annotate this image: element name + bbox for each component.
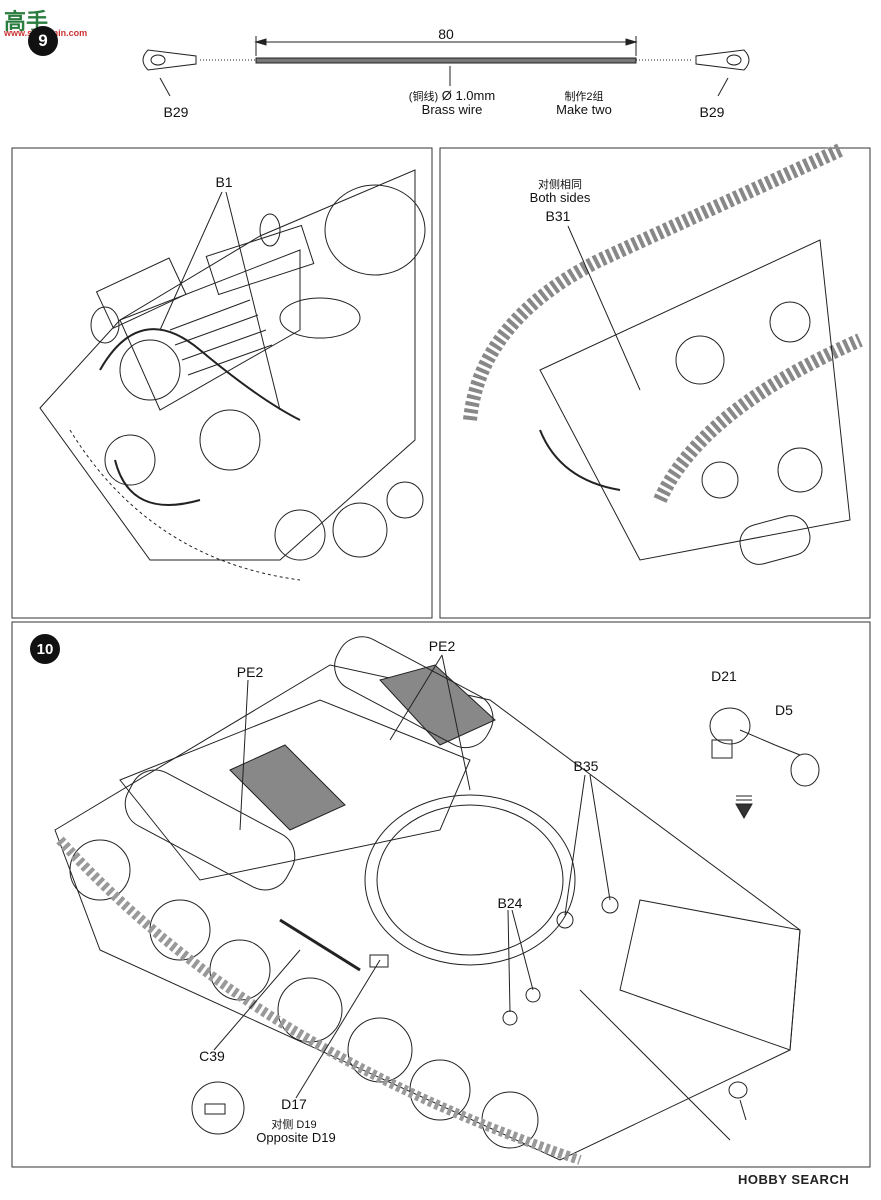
c39-label: C39 (199, 1048, 225, 1064)
make-two-label: Make two (556, 102, 612, 117)
d5-label: D5 (775, 702, 793, 718)
wire-diameter: (铜线) Ø 1.0mm (409, 88, 495, 104)
b31-label: B31 (545, 208, 571, 224)
wire-diameter-cn: (铜线) (408, 91, 439, 103)
d17-label: D17 (281, 1096, 307, 1112)
pe2-left-label: PE2 (236, 664, 264, 680)
b29-right-label: B29 (699, 104, 725, 120)
opposite-d19-label: Opposite D19 (256, 1130, 336, 1145)
b24-label: B24 (497, 895, 523, 911)
wire-diameter-value: Ø 1.0mm (441, 88, 496, 103)
opposite-d19-cn: 对侧 D19 (271, 1119, 317, 1131)
wire-material: Brass wire (421, 102, 483, 117)
b35-label: B35 (573, 758, 599, 774)
both-sides-cn: 对侧相同 (538, 179, 582, 191)
b29-left-label: B29 (163, 104, 189, 120)
pe2-top-label: PE2 (428, 638, 456, 654)
d21-label: D21 (711, 668, 737, 684)
wire-length-label: 80 (438, 26, 454, 42)
b1-label: B1 (215, 174, 233, 190)
step-9-badge: 9 (28, 26, 58, 56)
make-two-cn: 制作2组 (564, 91, 604, 103)
both-sides-label: Both sides (529, 190, 591, 205)
step-10-badge: 10 (30, 634, 60, 664)
hobby-search-brand: HOBBY SEARCH (738, 1172, 850, 1187)
